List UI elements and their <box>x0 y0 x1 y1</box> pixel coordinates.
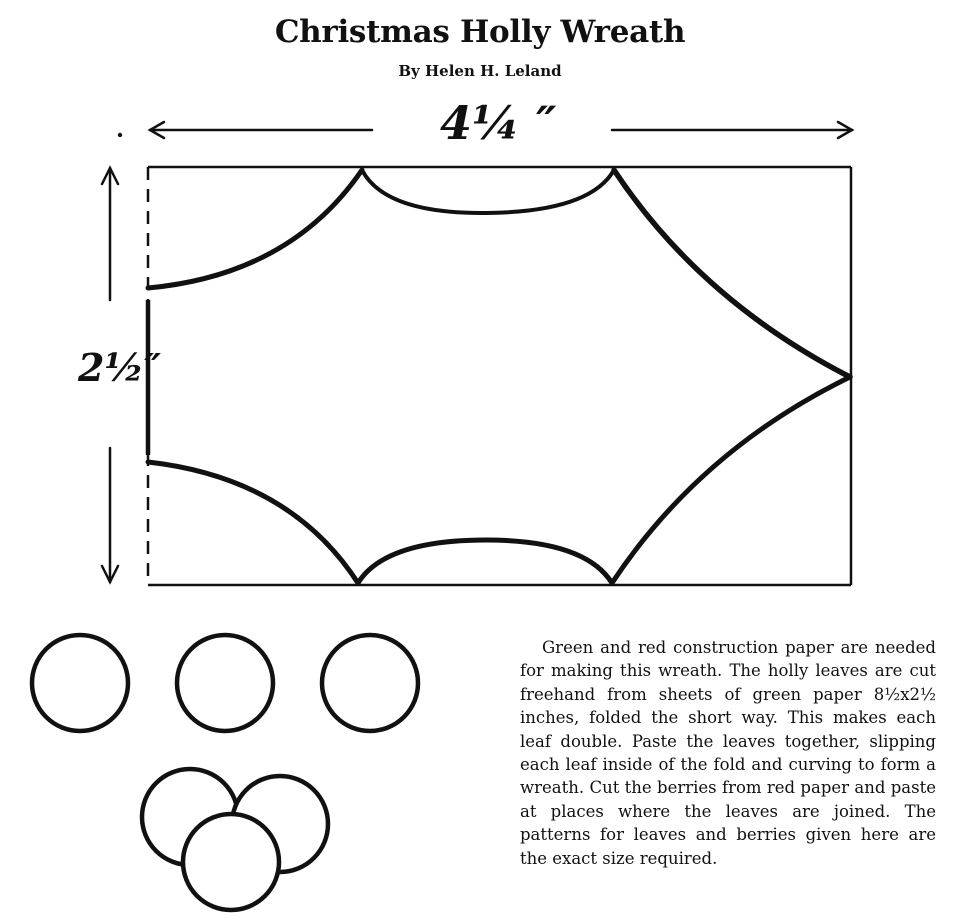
instructions-paragraph: Green and red construction paper are nee… <box>520 638 936 868</box>
print-dot <box>117 132 123 138</box>
berry-patterns <box>29 632 421 734</box>
berry-circle <box>180 811 282 913</box>
berry-circle <box>319 632 421 734</box>
width-dimension-label: 4¼ ″ <box>440 96 557 150</box>
holly-leaf-outline <box>145 167 853 586</box>
berry-cluster <box>139 766 331 913</box>
height-dimension-label: 2½″ <box>78 345 162 390</box>
pattern-frame <box>145 165 853 587</box>
width-arrow <box>147 120 855 140</box>
berry-circle <box>29 632 131 734</box>
article-byline: By Helen H. Leland <box>398 62 562 80</box>
height-arrow <box>100 165 120 585</box>
article-title: Christmas Holly Wreath <box>274 14 686 50</box>
berry-circle <box>174 632 276 734</box>
